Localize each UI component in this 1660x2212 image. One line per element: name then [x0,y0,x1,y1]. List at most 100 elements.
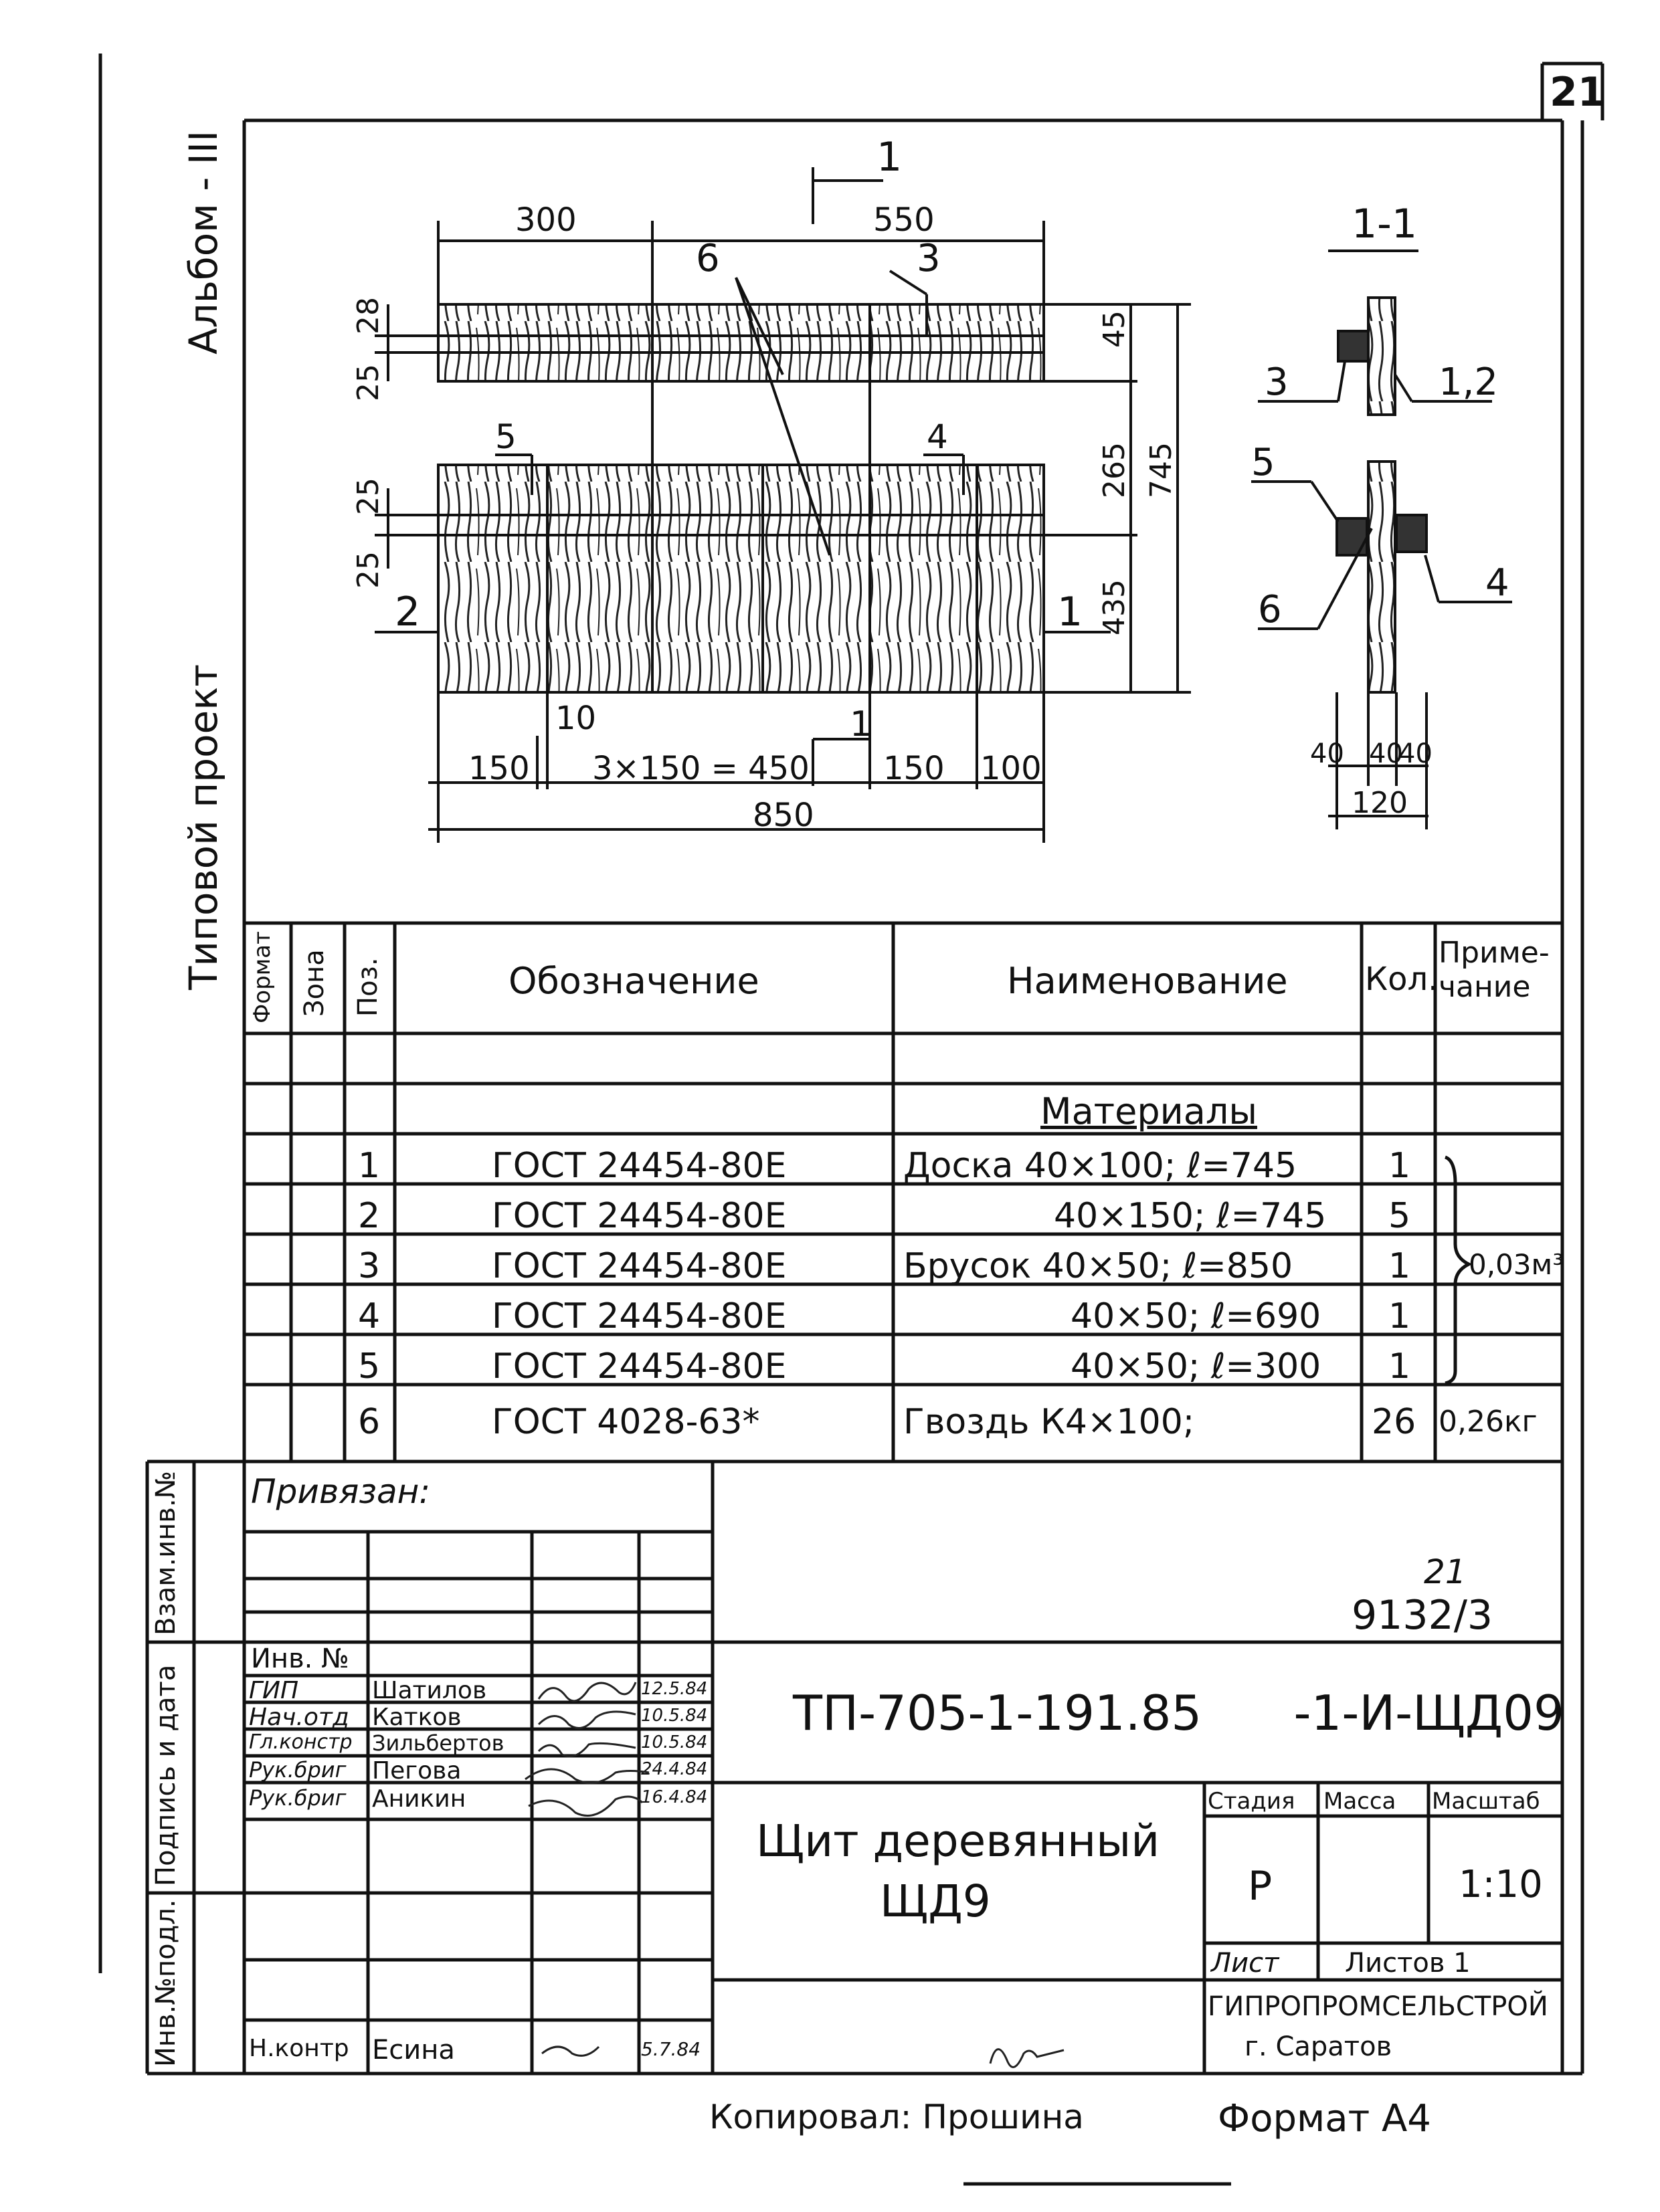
mass-header: Масса [1323,1788,1396,1815]
n-kontr-name: Есина [372,2035,455,2066]
row-2-qty: 5 [1388,1196,1411,1236]
dim-left-3: 25 [351,478,385,515]
role-2: Нач.отд [249,1704,349,1731]
dim-left-1: 28 [351,297,385,334]
role-2-name: Катков [372,1704,462,1731]
row-4-pos: 4 [358,1296,381,1336]
dim-100: 100 [980,750,1042,787]
row-4-qty: 1 [1388,1296,1411,1336]
row-2-pos: 2 [358,1196,381,1236]
organization: ГИПРОПРОМСЕЛЬСТРОЙ [1208,1991,1548,2022]
header-qty: Кол. [1365,961,1439,998]
row-2-designation: ГОСТ 24454-80Е [492,1196,787,1236]
header-name: Наименование [1007,960,1288,1002]
doc-code: ТП-705-1-191.85 -1-И-ЩД09 [793,1685,1564,1741]
city: г. Саратов [1244,2031,1392,2062]
dim-left-2: 25 [351,364,385,401]
role-4: Рук.бриг [249,1757,347,1783]
album-ref-top: 21 [1424,1552,1467,1591]
dim-850: 850 [753,797,814,834]
n-kontr-date: 5.7.84 [641,2038,701,2060]
row-1-name: Доска 40×100; ℓ=745 [903,1146,1297,1186]
dim-435: 435 [1097,579,1131,635]
dim-left-4: 25 [351,551,385,589]
n-kontr-role: Н.контр [249,2035,349,2062]
role-5-name: Аникин [372,1785,466,1813]
row-1-pos: 1 [358,1146,381,1186]
dim-top-left: 300 [515,201,577,239]
role-3-date: 10.5.84 [641,1732,708,1752]
copied-by: Копировал: Прошина [709,2098,1084,2136]
row-2-name: 40×150; ℓ=745 [1054,1196,1327,1236]
section-mark-bottom: 1 [850,704,872,744]
row-1-qty: 1 [1388,1146,1411,1186]
sec-label-4: 4 [1485,561,1509,605]
role-1-date: 12.5.84 [641,1679,708,1699]
sec-dim-a: 40 [1310,738,1344,769]
dim-265: 265 [1097,442,1131,498]
album-ref: 9132/3 [1352,1592,1493,1639]
row-5-name: 40×50; ℓ=300 [1071,1346,1321,1387]
row-6-pos: 6 [358,1402,381,1442]
role-1-name: Шатилов [372,1677,487,1704]
inv-no-label: Инв. № [251,1643,349,1674]
row-6-note: 0,26кг [1439,1405,1538,1439]
label-3: 3 [917,237,941,280]
sheets-header: Листов 1 [1345,1948,1471,1979]
label-6: 6 [696,237,720,280]
row-1-designation: ГОСТ 24454-80Е [492,1146,787,1186]
role-3-name: Зильбертов [372,1730,504,1756]
label-5: 5 [495,417,517,456]
row-6-designation: ГОСТ 4028-63* [492,1402,760,1442]
scale-header: Масштаб [1432,1788,1540,1815]
privyazan-label: Привязан: [251,1472,431,1511]
sec-dim-c: 40 [1398,738,1433,769]
role-4-date: 24.4.84 [641,1759,708,1779]
title-line2: ЩД9 [880,1876,991,1927]
section-mark-top: 1 [877,134,902,181]
sec-label-3: 3 [1265,361,1289,404]
sec-label-6: 6 [1258,588,1282,631]
row-5-designation: ГОСТ 24454-80Е [492,1346,787,1387]
dim-10: 10 [555,700,596,737]
row-6-qty: 26 [1372,1402,1416,1442]
dim-45: 45 [1097,310,1131,348]
title-line1: Щит деревянный [756,1815,1160,1867]
row-4-designation: ГОСТ 24454-80Е [492,1296,787,1336]
header-designation: Обозначение [509,960,759,1002]
sheet-header: Лист [1211,1948,1279,1979]
role-5-date: 16.4.84 [641,1787,708,1807]
dim-745: 745 [1144,442,1178,498]
role-2-date: 10.5.84 [641,1706,708,1726]
row-5-qty: 1 [1388,1346,1411,1387]
label-2: 2 [395,589,420,635]
section-title: 1-1 [1352,201,1417,247]
row-6-name: Гвоздь К4×100; [903,1402,1195,1442]
sec-label-5: 5 [1251,441,1275,484]
sec-dim-b: 40 [1369,738,1403,769]
row-3-qty: 1 [1388,1246,1411,1286]
stage-header: Стадия [1208,1788,1295,1815]
row-4-name: 40×50; ℓ=690 [1071,1296,1321,1336]
sheet-number: 21 [1550,69,1606,116]
format-label: Формат А4 [1218,2097,1431,2140]
dim-3x150: 3×150 = 450 [592,750,810,787]
row-3-name: Брусок 40×50; ℓ=850 [903,1246,1293,1286]
stage-value: Р [1248,1863,1273,1910]
row-3-designation: ГОСТ 24454-80Е [492,1246,787,1286]
row-3-pos: 3 [358,1246,381,1286]
role-4-name: Пегова [372,1757,462,1785]
role-5: Рук.бриг [249,1785,347,1811]
header-note: Приме- чание [1439,936,1550,1004]
sec-dim-total: 120 [1352,786,1408,820]
scale-value: 1:10 [1459,1863,1543,1906]
section-materials: Материалы [1040,1090,1257,1132]
label-4: 4 [927,417,948,456]
label-1: 1 [1057,589,1083,635]
group-note: 0,03м³ [1469,1248,1564,1281]
row-5-pos: 5 [358,1346,381,1387]
sec-label-12: 1,2 [1439,361,1498,404]
role-1: ГИП [249,1677,299,1704]
